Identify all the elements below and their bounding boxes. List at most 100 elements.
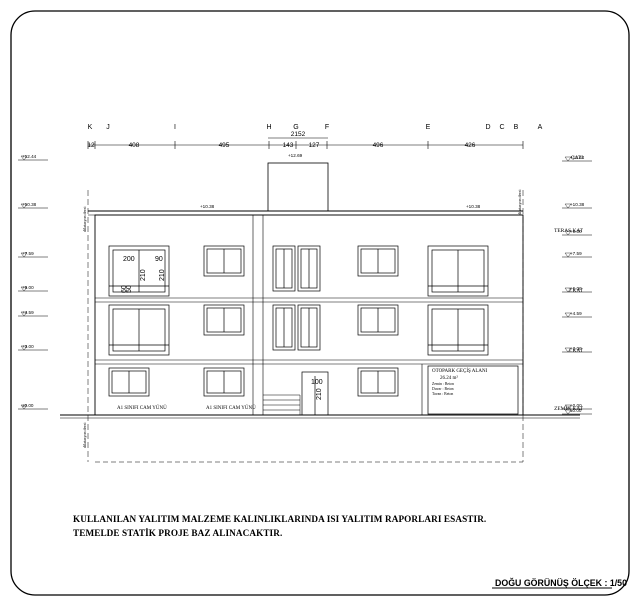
axis-label-b: B	[514, 124, 519, 131]
axis-label-d: D	[485, 124, 490, 131]
parapet-elev-right: +10.38	[466, 204, 481, 209]
sheet-frame	[10, 10, 630, 596]
window-2-a	[203, 245, 245, 277]
note-insulation: KULLANILAN YALITIM MALZEME KALINLIKLARIN…	[73, 514, 487, 524]
window-1-b	[357, 304, 399, 336]
elevation-markers-right: +12.44 +10.38 +9.00 +7.59 +6.00 +4.59 +3.00 +0.…	[562, 155, 592, 415]
axis-label-a: A	[538, 124, 543, 131]
floor-label-second: 2.KAT	[568, 288, 583, 294]
stair-window-1-b	[297, 304, 321, 351]
svg-text:+10.38: +10.38	[22, 202, 37, 207]
axis-label-h: H	[266, 124, 271, 131]
axis-label-j: J	[106, 124, 110, 131]
win-dim-corner-h2: 210	[159, 269, 166, 281]
svg-text:+10.38: +10.38	[570, 202, 585, 207]
elevation-marker: +0.00	[562, 403, 592, 410]
chimney-elev: +12.69	[288, 153, 303, 158]
label-glass-wool-a: A1 SINIFI CAM YÜNÜ	[117, 405, 167, 411]
dim-seg-3: 495	[219, 142, 230, 149]
balcony-window-2-right	[427, 245, 489, 297]
balcony-window-1-left	[108, 304, 170, 356]
parking-line-3: Tavan : Beton	[432, 392, 453, 396]
win-dim-corner-s2: 50	[126, 285, 133, 293]
svg-text:+0.00: +0.00	[570, 403, 582, 408]
svg-text:+3.00: +3.00	[22, 344, 34, 349]
elevation-marker: +10.38	[562, 202, 592, 209]
stair-window-2-b	[297, 245, 321, 292]
floor-label-roof: ÇATI	[571, 155, 583, 161]
win-dim-corner-h1: 210	[140, 269, 147, 281]
elevation-marker: +7.59	[18, 251, 48, 258]
dim-seg-5: 127	[309, 142, 320, 149]
win-dim-corner-s1: 60	[121, 285, 128, 293]
elevation-marker: +4.59	[562, 311, 592, 318]
parking-title: OTOPARK GEÇİŞ ALANI	[432, 368, 488, 374]
balcony-window-2-left	[108, 245, 170, 297]
svg-text:+3.00: +3.00	[570, 346, 582, 351]
dim-seg-7: 426	[465, 142, 476, 149]
window-ground-a	[108, 367, 150, 397]
parking-area: 26.24 m²	[440, 375, 458, 381]
label-glass-wool-b: A1 SINIFI CAM YÜNÜ	[206, 405, 256, 411]
elevation-markers-left: +12.44 +10.38 +7.59 +6.00 +4.59 +3.00 ±0.00	[18, 154, 48, 410]
dim-seg-6: 496	[373, 142, 384, 149]
win-dim-door-h: 210	[316, 388, 323, 400]
dim-seg-2: 408	[129, 142, 140, 149]
balcony-window-1-right	[427, 304, 489, 356]
axis-label-g: G	[293, 124, 298, 131]
elevation-marker: +3.00	[562, 346, 592, 353]
note-foundation: TEMELDE STATİK PROJE BAZ ALINACAKTIR.	[73, 528, 283, 538]
dimension-chain	[87, 137, 524, 149]
drawing-title: DOĞU GÖRÜNÜŞ ÖLÇEK : 1/50	[495, 578, 627, 588]
dilatation-label-right: dilatasyon derzi	[517, 189, 522, 215]
parking-line-1: Zemin : Beton	[432, 382, 454, 386]
svg-text:±0.00: ±0.00	[570, 408, 582, 413]
floor-label-first: 1.KAT	[568, 348, 583, 354]
parking-line-2: Duvar : Beton	[432, 387, 454, 391]
window-ground-b	[203, 367, 245, 397]
svg-text:+4.59: +4.59	[570, 311, 582, 316]
window-2-b	[357, 245, 399, 277]
axis-label-c: C	[499, 124, 504, 131]
axis-label-f: F	[325, 124, 329, 131]
dilatation-label-bottom: dilatasyon derzi	[82, 422, 87, 448]
elevation-marker: +3.00	[18, 344, 48, 351]
dim-seg-4: 143	[283, 142, 294, 149]
elevation-marker: +6.00	[18, 285, 48, 292]
axis-label-e: E	[426, 124, 431, 131]
elevation-marker: +12.44	[18, 154, 48, 161]
win-dim-door-w: 100	[311, 379, 323, 386]
elevation-marker: +4.59	[18, 310, 48, 317]
window-1-a	[203, 304, 245, 336]
win-dim-corner-w1: 200	[123, 256, 135, 263]
elevation-marker: +10.38	[18, 202, 48, 209]
entrance-door	[301, 371, 329, 416]
dim-seg-1: 12	[87, 142, 95, 149]
entrance-stair	[263, 394, 301, 415]
elevation-marker: ±0.00	[562, 408, 592, 415]
svg-text:+9.00: +9.00	[570, 229, 582, 234]
svg-text:+12.44: +12.44	[22, 154, 37, 159]
floor-label-terrace: TERAS KAT	[554, 228, 584, 234]
window-ground-c	[357, 367, 399, 397]
svg-text:+7.59: +7.59	[22, 251, 34, 256]
axis-label-i: I	[174, 124, 176, 131]
stair-window-1-a	[272, 304, 296, 351]
svg-text:+6.00: +6.00	[22, 285, 34, 290]
dilatation-label-left: dilatasyon derzi	[82, 206, 87, 232]
floor-label-ground: ZEMİN KAT	[554, 405, 584, 412]
svg-text:+7.59: +7.59	[570, 251, 582, 256]
parapet-elev-left: +10.38	[200, 204, 215, 209]
dim-overall: 2152	[291, 131, 306, 138]
svg-text:+6.00: +6.00	[570, 286, 582, 291]
elevation-marker: ±0.00	[18, 403, 48, 410]
svg-text:+12.44: +12.44	[570, 155, 585, 160]
building-facade	[60, 162, 580, 463]
axis-label-k: K	[88, 124, 93, 131]
chimney	[267, 162, 329, 212]
parking-passage	[427, 365, 519, 415]
elevation-marker: +6.00	[562, 286, 592, 293]
elevation-marker: +9.00	[562, 229, 592, 236]
